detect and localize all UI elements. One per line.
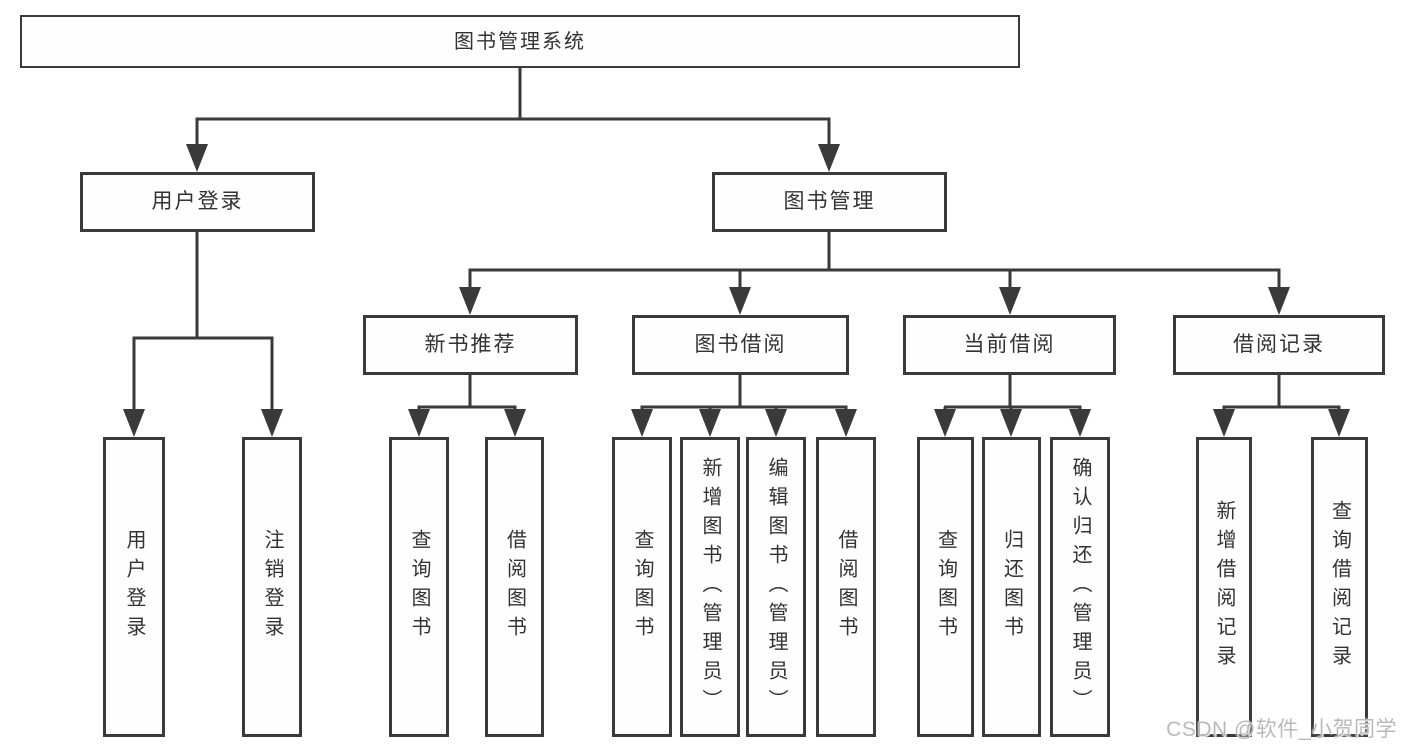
connector-book-mgmt-to-level3 bbox=[459, 232, 1290, 315]
connector-user-login-to-leaves bbox=[123, 232, 283, 437]
leaf-bb-borrow-books: 借阅图书 bbox=[816, 437, 876, 737]
leaf-br-add-borrow-record: 新增借阅记录 bbox=[1196, 437, 1252, 737]
node-book-management: 图书管理 bbox=[712, 172, 947, 232]
connector-book-borrow-to-leaves bbox=[631, 375, 857, 437]
leaf-cb-return-books: 归还图书 bbox=[982, 437, 1041, 737]
leaf-logout-login: 注销登录 bbox=[242, 437, 302, 737]
connector-root-to-level2 bbox=[186, 68, 840, 172]
leaf-bb-edit-books-admin: 编辑图书（管理员） bbox=[746, 437, 806, 737]
leaf-nbr-borrow-books: 借阅图书 bbox=[485, 437, 544, 737]
node-user-login: 用户登录 bbox=[80, 172, 315, 232]
csdn-watermark: CSDN @软件_小贺同学 bbox=[1166, 718, 1397, 741]
connector-borrow-record-to-leaves bbox=[1213, 375, 1350, 437]
leaf-user-login: 用户登录 bbox=[103, 437, 165, 737]
node-new-book-recommend: 新书推荐 bbox=[363, 315, 578, 375]
connector-new-book-to-leaves bbox=[408, 375, 526, 437]
node-current-borrowing: 当前借阅 bbox=[903, 315, 1116, 375]
node-borrowing-records: 借阅记录 bbox=[1173, 315, 1385, 375]
node-book-borrowing: 图书借阅 bbox=[632, 315, 849, 375]
leaf-nbr-query-books: 查询图书 bbox=[389, 437, 449, 737]
leaf-bb-query-books: 查询图书 bbox=[612, 437, 672, 737]
leaf-cb-query-books: 查询图书 bbox=[917, 437, 974, 737]
leaf-bb-add-books-admin: 新增图书（管理员） bbox=[680, 437, 740, 737]
leaf-br-query-borrow-record: 查询借阅记录 bbox=[1311, 437, 1368, 737]
leaf-cb-confirm-return-admin: 确认归还（管理员） bbox=[1050, 437, 1110, 737]
root-node-library-management-system: 图书管理系统 bbox=[20, 15, 1020, 68]
connector-current-borrow-to-leaves bbox=[934, 375, 1091, 437]
